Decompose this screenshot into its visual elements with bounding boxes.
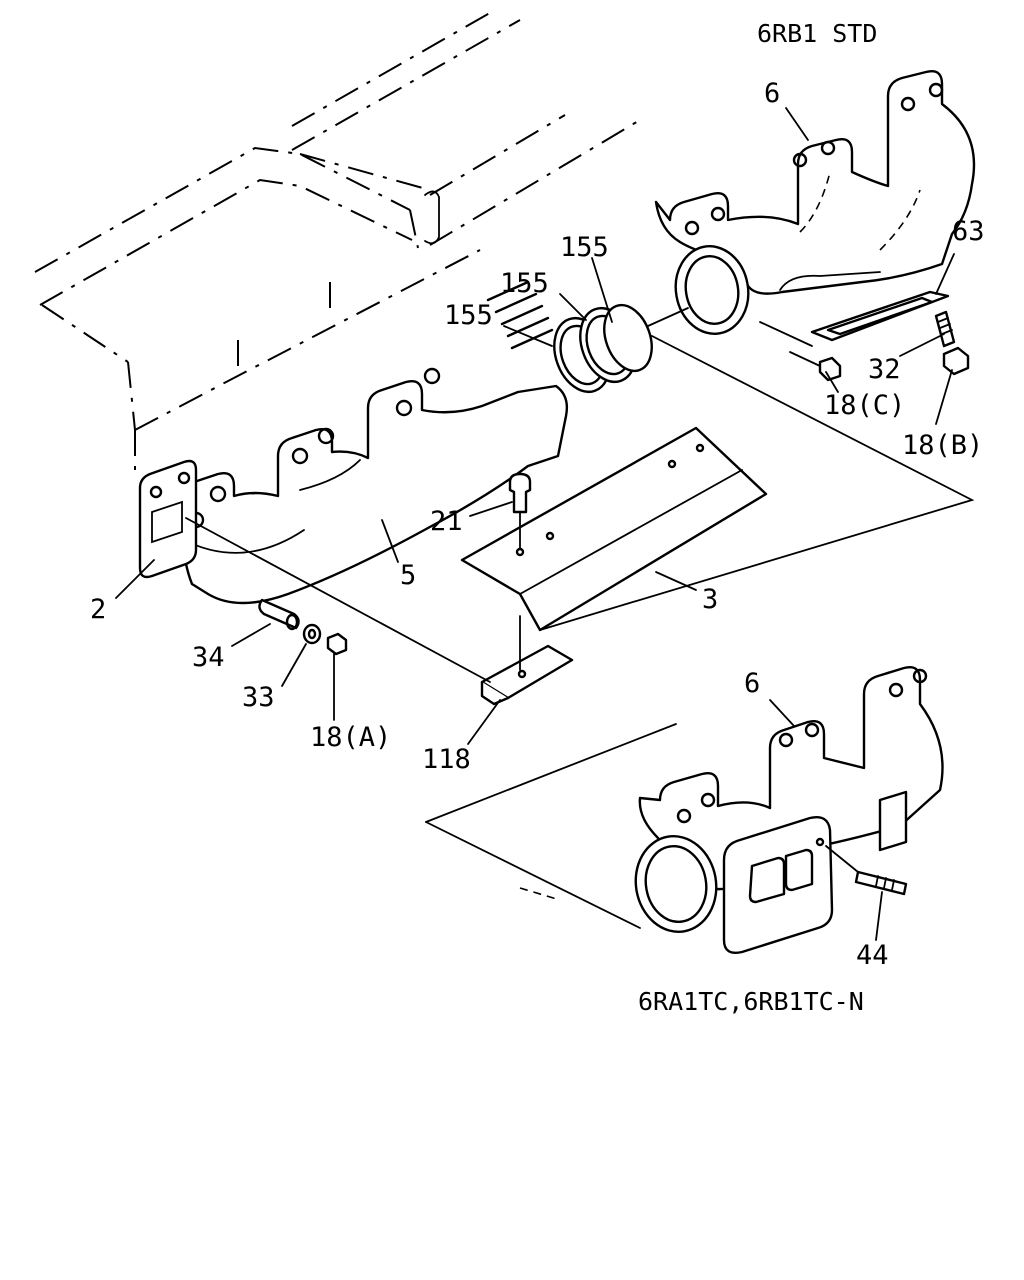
exhaust-manifold-bottom xyxy=(634,666,944,954)
gasket-63 xyxy=(810,290,950,342)
seal-rings-155 xyxy=(553,303,653,393)
callout-32: 32 xyxy=(868,354,901,385)
callout-6-top: 6 xyxy=(764,78,780,109)
gasket-2 xyxy=(138,459,198,579)
bracket-118 xyxy=(480,644,574,706)
callout-63: 63 xyxy=(952,216,985,247)
center-lines xyxy=(185,307,975,683)
caption-bottom-variant: 6RA1TC,6RB1TC-N xyxy=(638,987,864,1016)
exhaust-manifold-top xyxy=(654,70,976,335)
bottom-frame-lines xyxy=(425,723,677,929)
stud-44 xyxy=(825,845,908,896)
nut-18c xyxy=(818,356,842,382)
callout-6-bottom: 6 xyxy=(744,668,760,699)
heat-shield-3 xyxy=(460,426,768,632)
callout-34: 34 xyxy=(192,642,225,673)
callout-155-b: 155 xyxy=(500,268,549,299)
callout-155-c: 155 xyxy=(444,300,493,331)
callout-2: 2 xyxy=(90,594,106,625)
callout-44: 44 xyxy=(856,940,889,971)
engine-head-outline xyxy=(34,9,641,480)
callout-33: 33 xyxy=(242,682,275,713)
caption-top-variant: 6RB1 STD xyxy=(757,19,877,48)
callout-18c: 18(C) xyxy=(824,390,905,421)
callout-155-a: 155 xyxy=(560,232,609,263)
callout-18a: 18(A) xyxy=(310,722,391,753)
exhaust-manifold-5 xyxy=(178,280,569,605)
leader-lines xyxy=(115,107,955,941)
callout-18b: 18(B) xyxy=(902,430,983,461)
callout-5: 5 xyxy=(400,560,416,591)
nut-18b xyxy=(942,346,970,376)
callout-3: 3 xyxy=(702,584,718,615)
bolt-21 xyxy=(508,472,532,514)
sleeve-34 xyxy=(258,598,300,631)
stud-32 xyxy=(934,310,956,348)
callout-21: 21 xyxy=(430,506,463,537)
callout-118: 118 xyxy=(422,744,471,775)
nut-18a xyxy=(326,632,348,656)
washer-33 xyxy=(302,623,322,645)
